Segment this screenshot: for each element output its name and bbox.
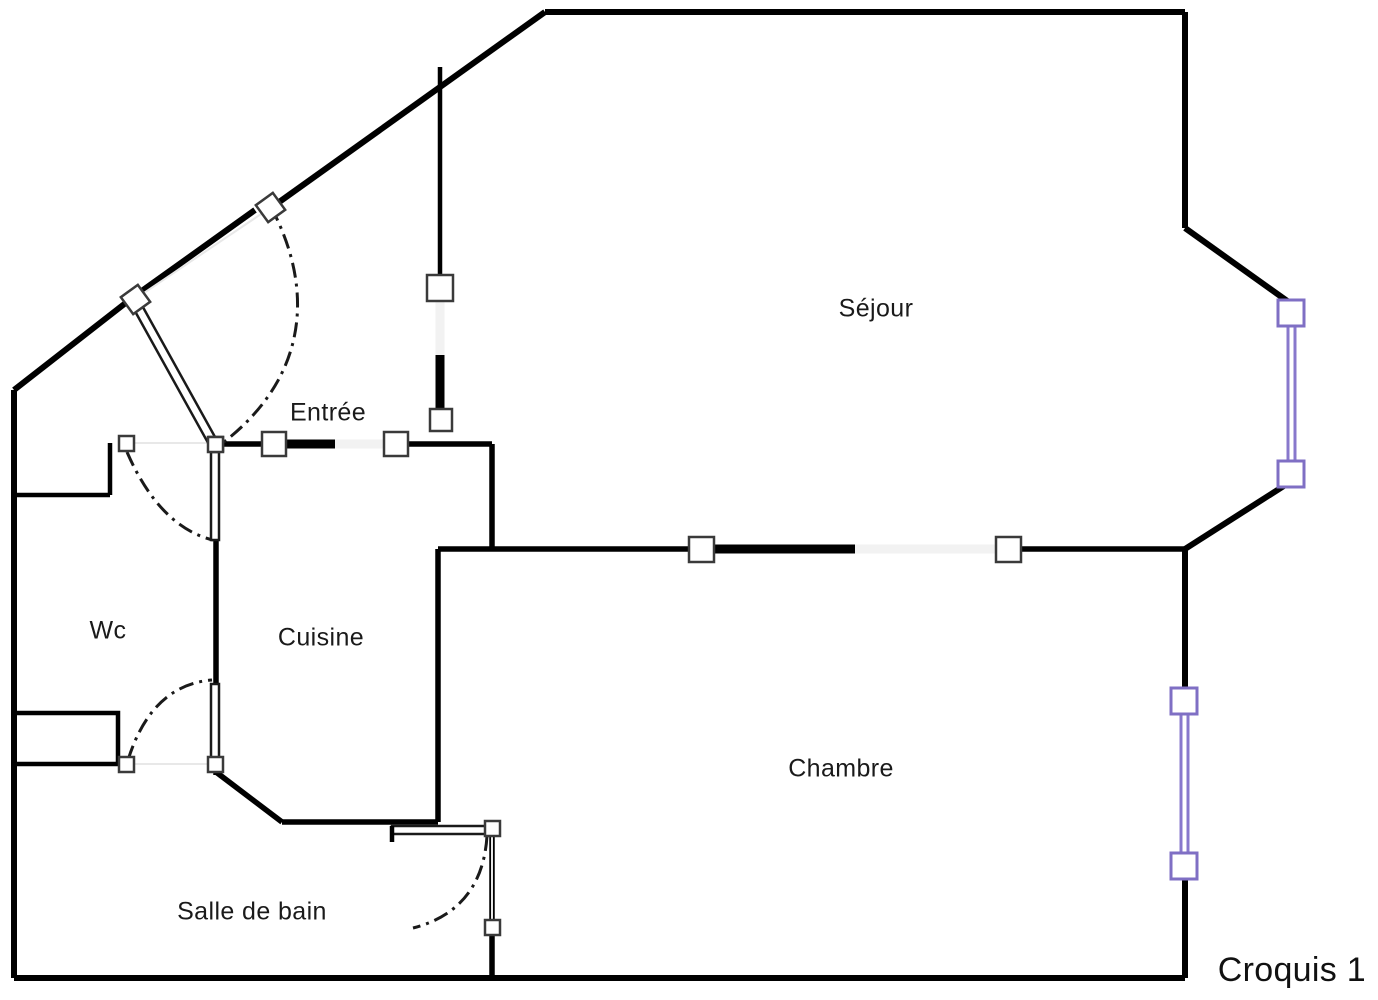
door-salle-de-bain[interactable] — [389, 819, 502, 937]
room-label-sejour: Séjour — [839, 295, 914, 323]
slider-vertical-node-bottom[interactable] — [428, 407, 454, 433]
door-wc-upper-swing-arc — [125, 451, 214, 542]
opening-guide-lines — [126, 207, 493, 928]
room-labels: Séjour Entrée Wc Cuisine Chambre Salle d… — [90, 295, 914, 926]
wall-bay-chamfer-bottom — [1183, 479, 1292, 552]
slider-vertical-node-top[interactable] — [425, 273, 455, 303]
door-wc-upper-leaf[interactable] — [209, 450, 221, 542]
slider-sejour-cuisine-vertical[interactable] — [425, 273, 455, 433]
wall-wc-fixture-box — [14, 710, 121, 767]
slider-entree-node-left[interactable] — [260, 430, 288, 458]
slider-sejour-chambre-node-left[interactable] — [687, 535, 716, 564]
wall-entrance-diagonal-upper — [273, 9, 547, 208]
door-leaf-panel[interactable] — [129, 298, 222, 452]
strike-node-wc-lower[interactable] — [206, 755, 225, 774]
slider-entree-node-right[interactable] — [382, 430, 410, 458]
wall-cuisine-south-diagonal — [214, 769, 284, 825]
door-wc-lower-swing-arc — [126, 678, 213, 761]
wall-entrance-diagonal-lower — [130, 207, 257, 301]
door-salle-de-bain-leaf[interactable] — [390, 824, 491, 836]
room-label-wc: Wc — [90, 617, 127, 645]
hinge-node-salle-de-bain[interactable] — [483, 819, 502, 838]
door-wc-lower[interactable] — [117, 678, 225, 774]
window-chambre-east-node-top[interactable] — [1169, 686, 1199, 716]
window-sejour-east[interactable] — [1276, 298, 1306, 489]
slider-entree-north[interactable] — [260, 430, 410, 458]
wall-left-diagonal-lower — [12, 295, 134, 393]
strike-node-wc-upper[interactable] — [206, 435, 225, 454]
strike-node-salle-de-bain[interactable] — [483, 918, 502, 937]
door-entree-main-leaf[interactable] — [129, 298, 222, 452]
hinge-node-wc-upper[interactable] — [117, 434, 136, 453]
door-wc-lower-leaf[interactable] — [209, 682, 221, 770]
door-entree-main[interactable] — [119, 191, 299, 453]
room-label-entree: Entrée — [290, 399, 366, 427]
strike-node-entrance[interactable] — [254, 191, 287, 224]
door-entree-main-swing-arc — [223, 206, 299, 444]
sheet-label: Croquis 1 — [1218, 951, 1366, 989]
door-wc-upper[interactable] — [117, 434, 225, 542]
outer-walls — [11, 9, 1292, 981]
window-sejour-east-node-bottom[interactable] — [1276, 459, 1306, 489]
hinge-node-wc-lower[interactable] — [117, 755, 136, 774]
slider-sejour-chambre-node-right[interactable] — [994, 535, 1023, 564]
room-label-chambre: Chambre — [788, 755, 894, 783]
window-chambre-east-node-bottom[interactable] — [1169, 851, 1199, 881]
guide-entrance-door — [134, 207, 271, 300]
hinge-node-entrance[interactable] — [119, 283, 152, 316]
slider-sejour-chambre[interactable] — [687, 535, 1023, 564]
wall-bay-chamfer-top — [1183, 225, 1292, 306]
interior-walls — [14, 67, 1185, 978]
door-salle-de-bain-swing-arc — [412, 835, 489, 930]
window-sejour-east-node-top[interactable] — [1276, 298, 1306, 328]
room-label-cuisine: Cuisine — [278, 624, 364, 652]
room-label-salle-de-bain: Salle de bain — [177, 898, 327, 926]
window-chambre-east[interactable] — [1169, 686, 1199, 881]
